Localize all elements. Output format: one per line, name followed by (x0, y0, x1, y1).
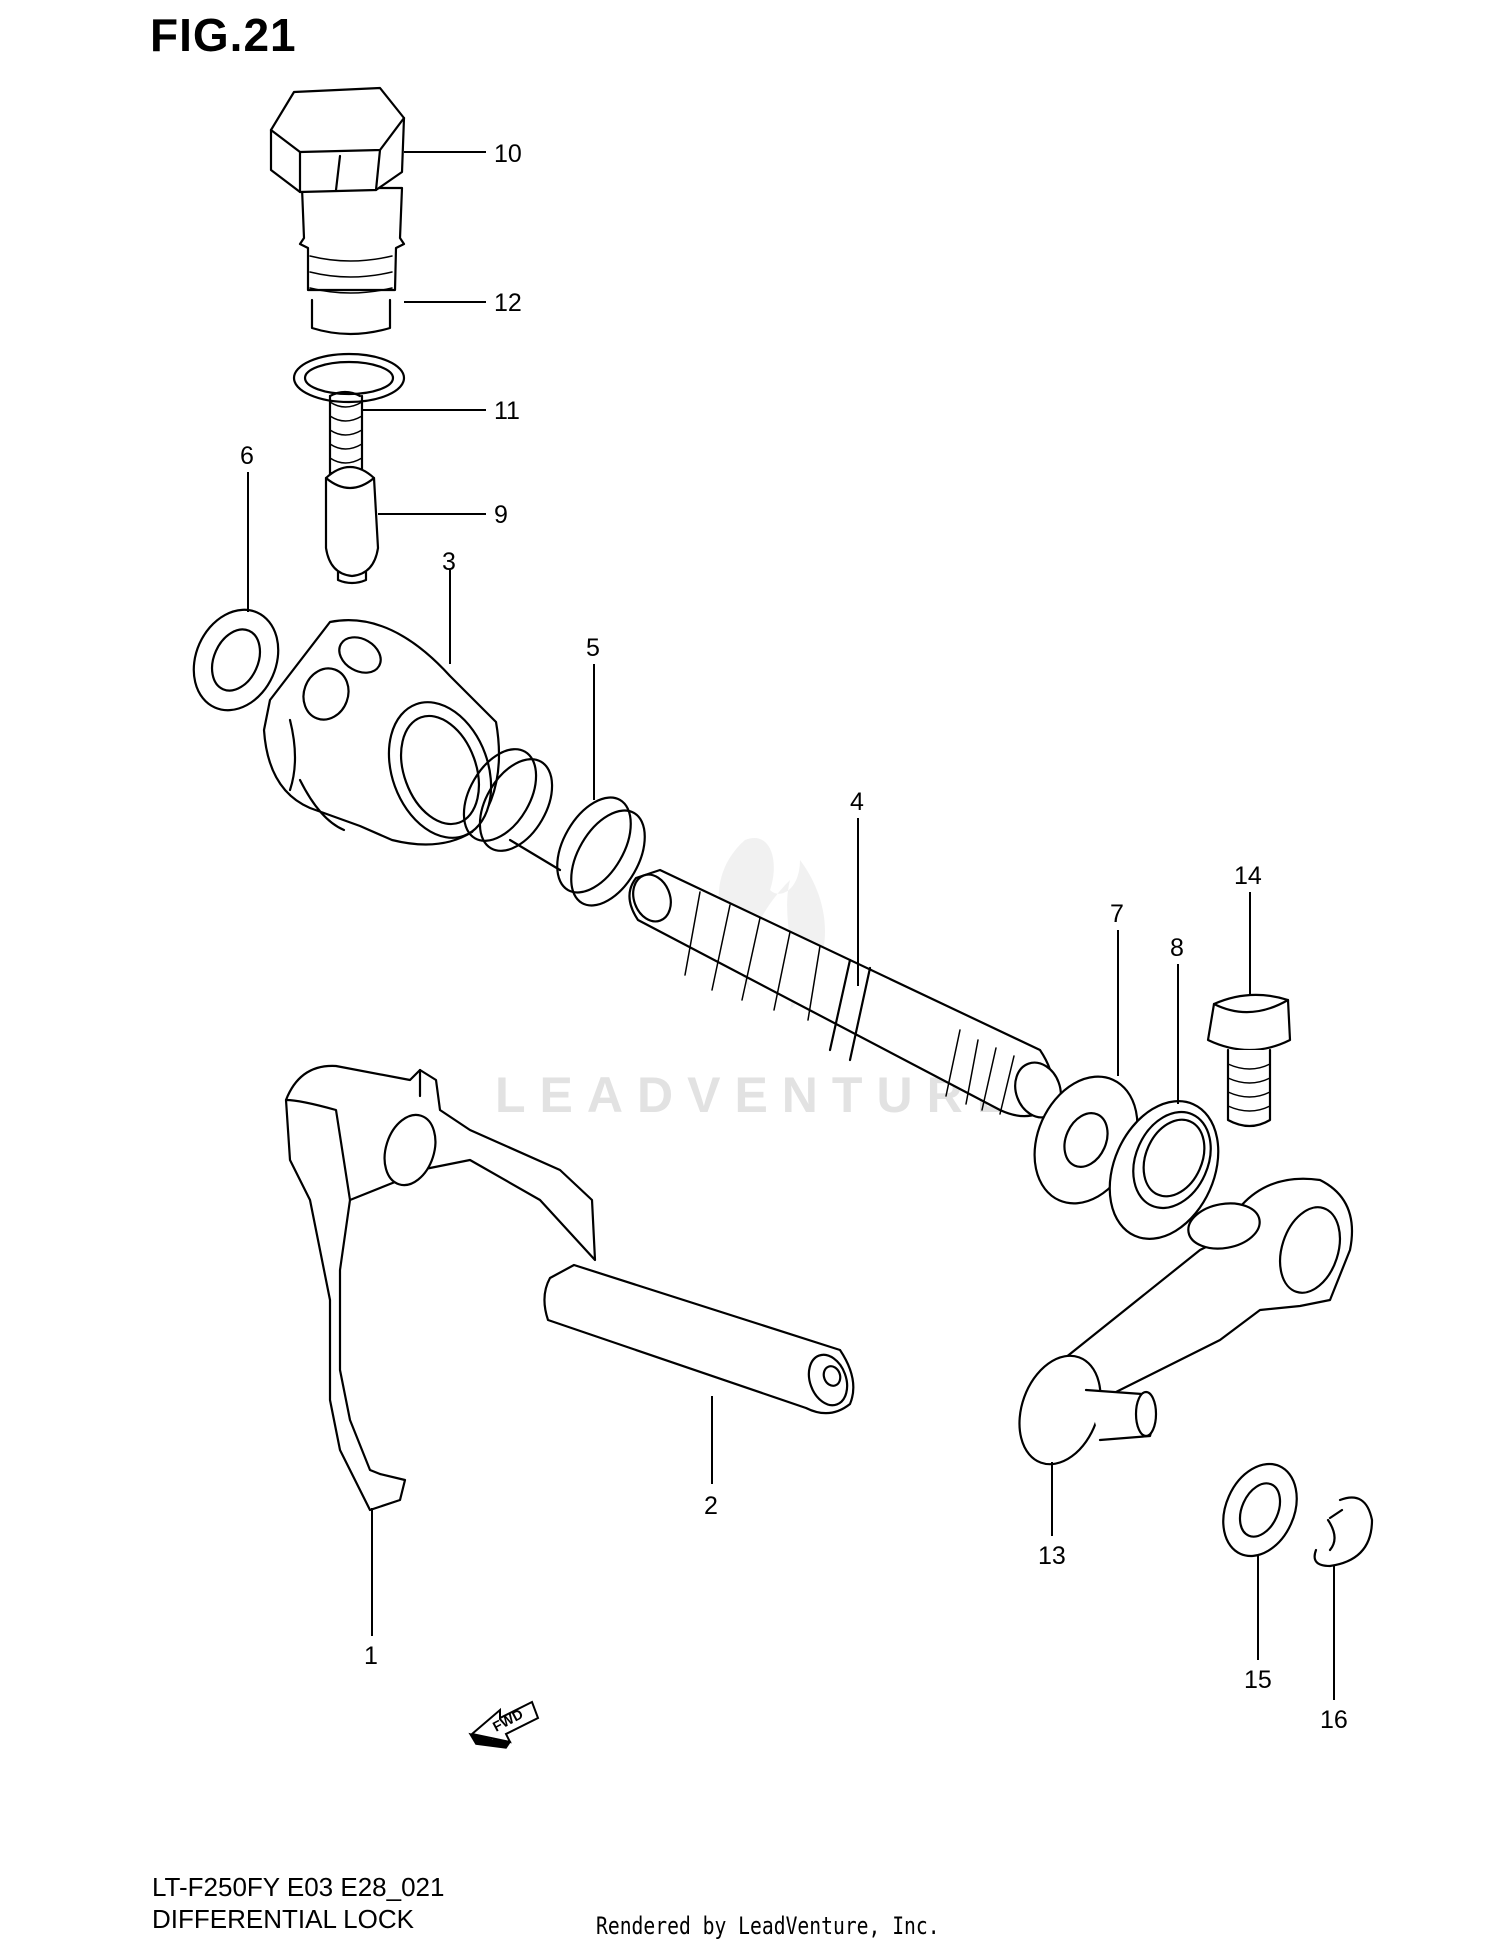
part-16-e-ring[interactable] (1313, 1496, 1374, 1568)
callout-3[interactable]: 3 (442, 548, 456, 576)
callout-2[interactable]: 2 (704, 1492, 718, 1520)
callout-5[interactable]: 5 (586, 634, 600, 662)
part-3-cam[interactable] (262, 619, 509, 852)
part-6-washer[interactable] (178, 596, 293, 724)
rendered-by-credit: Rendered by LeadVenture, Inc. (596, 1912, 940, 1940)
part-5-springs[interactable] (449, 737, 660, 918)
callout-6[interactable]: 6 (240, 442, 254, 470)
part-14-bolt[interactable] (1206, 993, 1292, 1128)
part-13-lever[interactable] (1005, 1177, 1354, 1476)
callout-9[interactable]: 9 (494, 501, 508, 529)
callout-14[interactable]: 14 (1234, 862, 1262, 890)
part-15-washer[interactable] (1209, 1452, 1310, 1567)
callout-numbers: 10 12 11 9 6 3 5 4 14 7 8 1 2 13 15 16 (240, 140, 1348, 1734)
callout-13[interactable]: 13 (1038, 1542, 1066, 1570)
section-name: DIFFERENTIAL LOCK (152, 1904, 414, 1934)
part-2-shaft[interactable] (543, 1263, 855, 1415)
callout-16[interactable]: 16 (1320, 1706, 1348, 1734)
figure-title: FIG.21 (150, 9, 297, 61)
callout-4[interactable]: 4 (850, 788, 864, 816)
callout-7[interactable]: 7 (1110, 900, 1124, 928)
callout-1[interactable]: 1 (364, 1642, 378, 1670)
part-9-stopper-pin[interactable] (324, 465, 380, 585)
callout-11[interactable]: 11 (494, 397, 520, 425)
callout-15[interactable]: 15 (1244, 1666, 1272, 1694)
part-1-shift-fork[interactable] (284, 1064, 597, 1512)
callout-8[interactable]: 8 (1170, 934, 1184, 962)
model-code: LT-F250FY E03 E28_021 (152, 1872, 445, 1902)
leader-lines (247, 151, 1335, 1700)
part-10-plug-bolt[interactable] (269, 86, 406, 336)
part-8-oil-seal[interactable] (1089, 1084, 1239, 1256)
fwd-arrow-icon: FWD (468, 1700, 540, 1749)
part-4-splined-shaft[interactable] (627, 868, 1068, 1124)
callout-10[interactable]: 10 (494, 140, 522, 168)
part-12-gasket[interactable] (292, 352, 406, 404)
callout-12[interactable]: 12 (494, 289, 522, 317)
watermark-text: LEADVENTURE (495, 1067, 1024, 1123)
